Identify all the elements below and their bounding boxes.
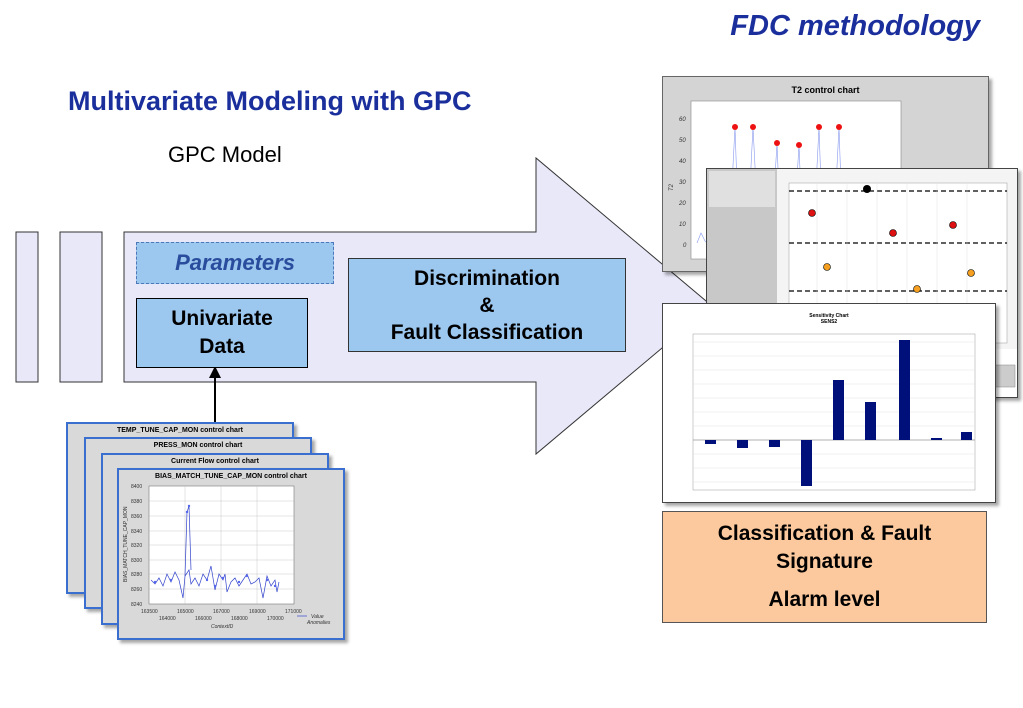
x-tick-top-1: 163500 [141, 609, 158, 615]
bias-control-chart-plot: 8400 8380 8360 8340 8320 8300 8280 8260 … [123, 484, 331, 630]
control-chart-title-1: TEMP_TUNE_CAP_MON control chart [116, 427, 244, 434]
discrimination-line-1: Discrimination [414, 266, 560, 290]
sensitivity-subtitle: SENS2 [820, 319, 838, 325]
x-tick-top-5: 171000 [285, 609, 302, 615]
discrimination-line-2: & [479, 293, 495, 317]
t2-y-tick-30: 30 [679, 180, 686, 186]
classification-fault-signature-box: Classification & Fault Signature Alarm l… [662, 511, 987, 623]
input-bar-2 [59, 231, 103, 383]
t2-y-tick-50: 50 [679, 138, 686, 144]
x-tick-top-2: 165000 [177, 609, 194, 615]
t2-chart-title: T2 control chart [791, 85, 860, 95]
control-chart-card-4: BIAS_MATCH_TUNE_CAP_MON control chart 84… [117, 468, 345, 640]
x-tick-top-4: 169000 [249, 609, 266, 615]
x-tick-bottom-3: 168000 [231, 616, 248, 622]
discrimination-line-3: Fault Classification [390, 320, 584, 344]
y-tick-5: 8320 [131, 543, 142, 549]
parameters-label: Parameters [175, 250, 295, 275]
legend-anomalies: Anomalies [306, 620, 331, 626]
sensitivity-chart: Sensitivity Chart SENS2 [662, 303, 996, 503]
univariate-line-1: Univariate [171, 307, 273, 330]
y-tick-4: 8340 [131, 529, 142, 535]
y-tick-7: 8280 [131, 572, 142, 578]
univariate-line-2: Data [199, 335, 245, 358]
legend-value: Value [311, 614, 324, 620]
parameters-box: Parameters [136, 242, 334, 284]
y-tick-1: 8400 [131, 484, 142, 490]
y-tick-9: 8240 [131, 602, 142, 608]
sensitivity-chart-plot [692, 333, 976, 491]
t2-y-tick-20: 20 [678, 201, 686, 207]
t2-y-tick-10: 10 [679, 222, 686, 228]
value-series-line [150, 565, 280, 599]
x-axis-label: ContextID [211, 624, 234, 630]
y-axis-label: BIAS_MATCH_TUNE_CAP_MON [123, 506, 129, 582]
y-tick-3: 8360 [131, 514, 142, 520]
t2-y-tick-0: 0 [683, 243, 687, 249]
control-chart-title-4: BIAS_MATCH_TUNE_CAP_MON control chart [155, 473, 307, 480]
alarm-level-label: Alarm level [768, 588, 881, 611]
control-chart-title-2: PRESS_MON control chart [153, 442, 243, 449]
connector-arrowhead [209, 366, 221, 378]
x-tick-bottom-2: 166000 [195, 616, 212, 622]
t2-y-tick-60: 60 [679, 117, 686, 123]
classification-line-2: Signature [776, 550, 873, 573]
univariate-data-box: Univariate Data [136, 298, 308, 368]
discrimination-box: Discrimination & Fault Classification [348, 258, 626, 352]
x-tick-bottom-1: 164000 [159, 616, 176, 622]
x-tick-bottom-4: 170000 [267, 616, 284, 622]
classification-line-1: Classification & Fault [717, 522, 932, 545]
input-bar-1 [15, 231, 39, 383]
y-tick-8: 8260 [131, 587, 142, 593]
t2-y-label: T2 [669, 183, 675, 191]
t2-y-tick-40: 40 [679, 159, 686, 165]
model-label: GPC Model [168, 142, 282, 167]
sensitivity-title: Sensitivity Chart [809, 313, 849, 319]
slide-title: Multivariate Modeling with GPC [68, 86, 472, 116]
y-tick-2: 8380 [131, 499, 142, 505]
header-title: FDC methodology [730, 10, 980, 42]
control-chart-title-3: Current Flow control chart [171, 458, 259, 465]
y-tick-6: 8300 [131, 558, 142, 564]
x-tick-top-3: 167000 [213, 609, 230, 615]
